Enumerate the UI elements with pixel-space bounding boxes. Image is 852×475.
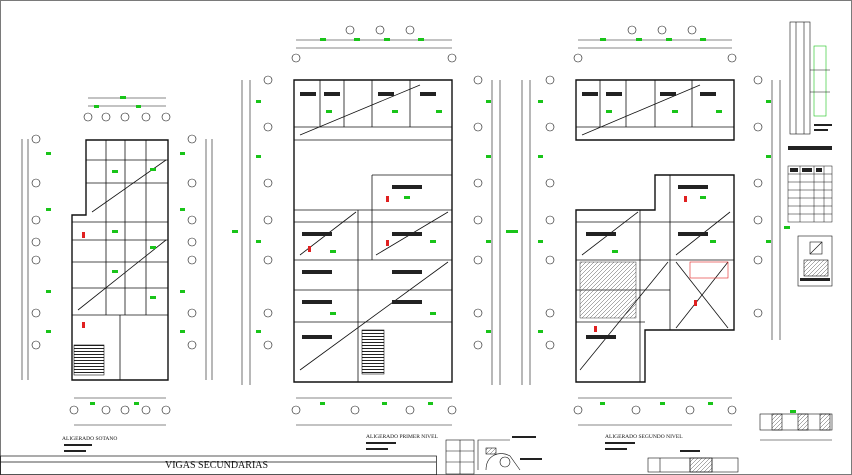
section-legend <box>797 235 833 287</box>
column-detail <box>788 21 832 150</box>
reinforcement-table <box>787 165 833 223</box>
plan-sotano-grid-bubbles <box>21 134 213 380</box>
plan-segundo-nivel-caption: ALIGERADO SEGUNDO NIVEL <box>605 434 683 440</box>
title-block-text: VIGAS SECUNDARIAS <box>165 460 268 471</box>
beam-elevation-detail <box>647 450 739 473</box>
stair-detail <box>445 436 542 475</box>
plan-primer-nivel: ALIGERADO PRIMER NIVEL <box>232 25 512 450</box>
plan-sotano: ALIGERADO SOTANO <box>21 96 213 452</box>
plan-primer-nivel-caption: ALIGERADO PRIMER NIVEL <box>366 434 438 440</box>
beam-section-detail <box>759 410 833 441</box>
plan-segundo-nivel: ALIGERADO SEGUNDO NIVEL <box>512 25 790 450</box>
title-block: VIGAS SECUNDARIAS <box>0 455 437 475</box>
plan-sotano-caption: ALIGERADO SOTANO <box>62 436 117 442</box>
plan-segundo-nivel-outline <box>575 79 735 383</box>
plan-primer-nivel-outline <box>293 79 453 383</box>
plan-sotano-top-dimensions <box>83 97 171 122</box>
plan-sotano-outline <box>71 139 169 381</box>
